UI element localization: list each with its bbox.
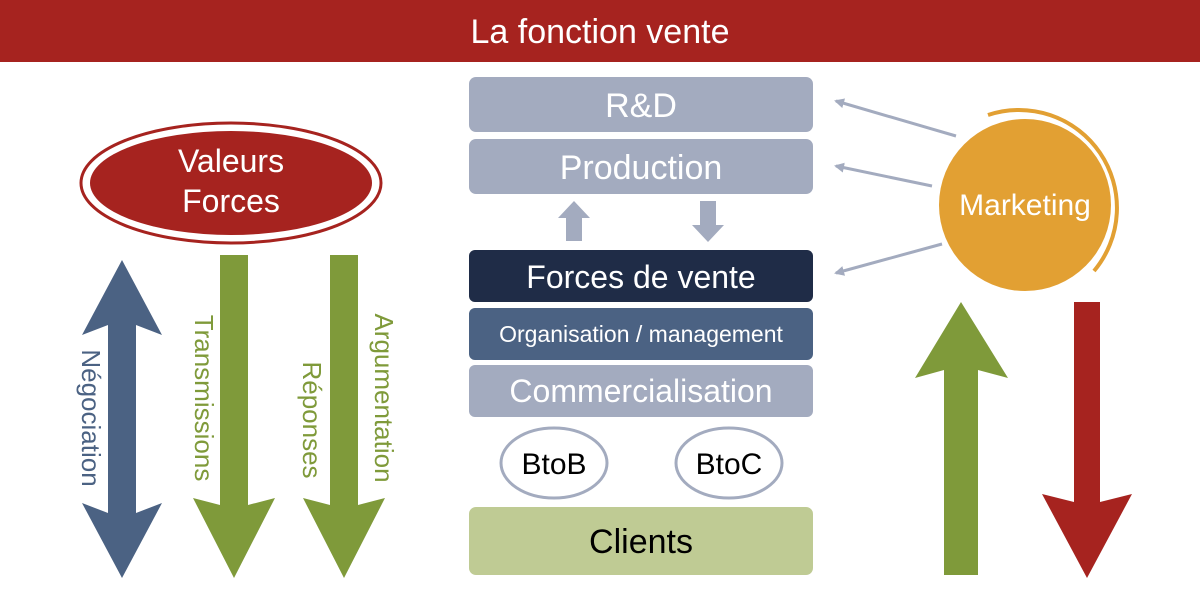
marketing-circle — [939, 119, 1111, 291]
transmissions-arrow — [193, 255, 275, 578]
commercialisation-box — [469, 365, 813, 417]
argumentation-label: Argumentation — [369, 313, 399, 482]
upward-green-arrow — [915, 302, 1008, 575]
rd-label: R&D — [605, 87, 677, 125]
marketing-label: Marketing — [959, 189, 1091, 222]
forces-label: Forces — [182, 183, 280, 219]
rd-box — [469, 77, 813, 132]
btoc-label: BtoC — [696, 448, 763, 481]
up-small-arrow — [558, 201, 590, 241]
production-box — [469, 139, 813, 194]
btoc-ellipse — [674, 426, 784, 500]
responses-arrow — [303, 255, 385, 578]
values-ellipse — [90, 131, 372, 235]
clients-label: Clients — [589, 523, 693, 561]
sales-force-box — [469, 250, 813, 302]
down-small-arrow — [692, 201, 724, 242]
clients-box — [469, 507, 813, 575]
btob-label: BtoB — [521, 448, 586, 481]
sales-force-label: Forces de vente — [526, 259, 755, 295]
responses-label: Réponses — [297, 361, 327, 478]
organisation-box — [469, 308, 813, 360]
title-bar — [0, 0, 1200, 62]
organisation-label: Organisation / management — [499, 321, 783, 347]
commercialisation-label: Commercialisation — [509, 373, 772, 409]
downward-red-arrow — [1042, 302, 1132, 578]
production-label: Production — [560, 149, 723, 187]
marketing-circle-arc — [987, 107, 1119, 273]
marketing-to-rd-connector — [834, 98, 957, 138]
btob-ellipse — [499, 426, 609, 500]
negociation-double-arrow — [82, 260, 162, 578]
marketing-to-production-connector — [834, 162, 933, 188]
negociation-label: Négociation — [76, 349, 106, 486]
page-title: La fonction vente — [471, 13, 730, 51]
transmissions-label: Transmissions — [189, 315, 219, 482]
values-label: Valeurs — [178, 143, 284, 179]
marketing-to-sales-force-connector — [834, 242, 943, 276]
